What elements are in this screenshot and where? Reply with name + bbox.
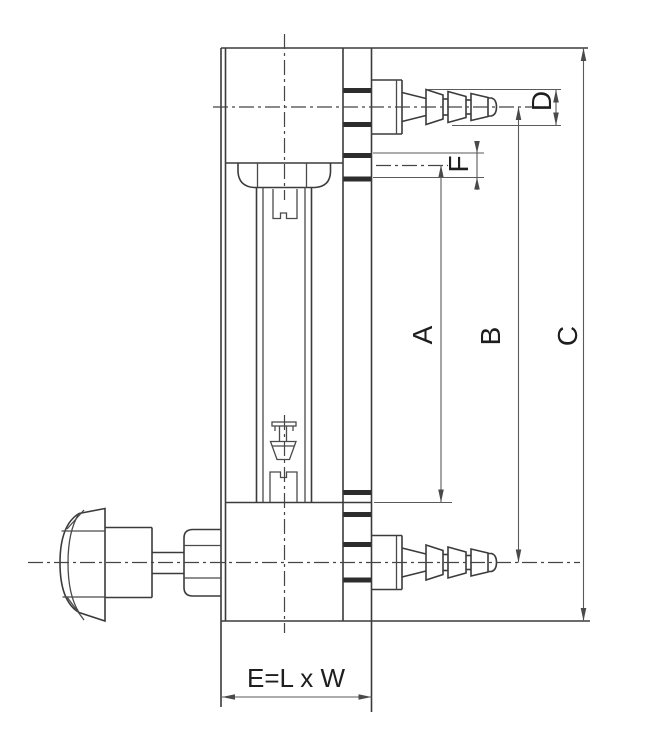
tube-bottom-plug bbox=[269, 471, 298, 503]
tube-hex-nut bbox=[237, 163, 332, 189]
dim-label-c: C bbox=[552, 325, 583, 347]
dim-label-a: A bbox=[407, 325, 438, 345]
dimension-e bbox=[222, 694, 372, 700]
dimension-f bbox=[373, 141, 484, 190]
valve-knob bbox=[59, 507, 106, 623]
dim-label-d: D bbox=[526, 90, 557, 112]
dimension-c bbox=[580, 48, 587, 621]
dim-label-e: E=L x W bbox=[246, 663, 346, 693]
tube-top-plug bbox=[272, 189, 298, 220]
dim-label-f: F bbox=[443, 155, 474, 173]
panel-strip bbox=[342, 48, 373, 712]
dimension-d bbox=[427, 88, 561, 127]
top-barb-fitting bbox=[372, 79, 498, 135]
dimension-b bbox=[515, 107, 522, 563]
valve-stem bbox=[152, 551, 184, 575]
glass-tube bbox=[255, 187, 313, 503]
centerlines bbox=[28, 34, 580, 633]
dimension-a bbox=[374, 165, 452, 504]
control-valve bbox=[59, 507, 221, 623]
float bbox=[269, 421, 297, 461]
dim-label-b: B bbox=[475, 326, 506, 346]
meter-frame bbox=[220, 47, 590, 707]
